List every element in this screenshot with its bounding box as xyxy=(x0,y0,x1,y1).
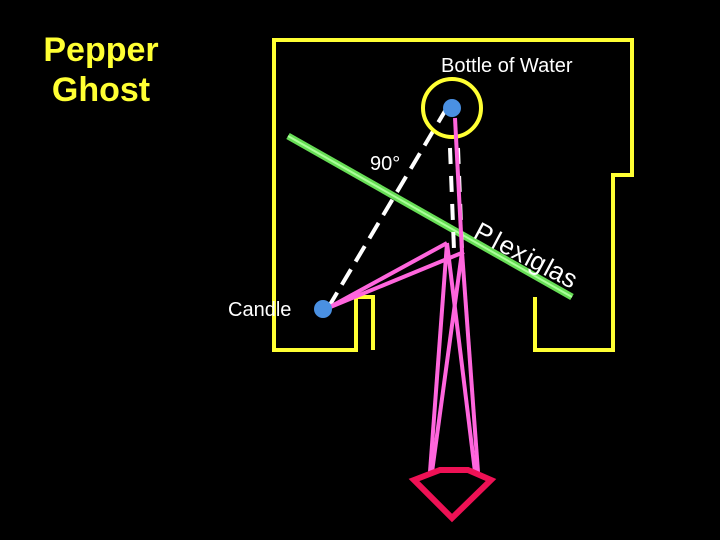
candle-icon xyxy=(314,300,332,318)
diagram-title: Pepper Ghost xyxy=(20,30,182,110)
dashed-line-candle xyxy=(326,104,450,310)
eye-icon xyxy=(408,467,497,523)
angle-label: 90° xyxy=(370,153,400,175)
bottle-label: Bottle of Water xyxy=(441,55,573,77)
ray-eye-mid-right xyxy=(430,251,464,473)
ray-eye-left xyxy=(428,242,449,473)
light-rays xyxy=(327,117,480,473)
title-line-2: Ghost xyxy=(51,71,151,109)
plexiglas-sheet-highlight xyxy=(287,135,573,298)
ray-candle-lower xyxy=(327,250,465,310)
dashed-line-bottle-left xyxy=(448,147,456,251)
bottle-icon xyxy=(443,99,461,117)
ray-candle-upper xyxy=(327,241,448,310)
title-line-1: Pepper xyxy=(43,31,159,69)
ray-eye-mid-left xyxy=(445,242,477,473)
ray-eye-right xyxy=(460,251,480,473)
bottle-outline xyxy=(421,77,483,139)
plexiglas-label: P l e x i g l a s xyxy=(469,216,583,295)
candle-label: Candle xyxy=(228,299,291,321)
ray-bottle-down xyxy=(453,117,464,253)
